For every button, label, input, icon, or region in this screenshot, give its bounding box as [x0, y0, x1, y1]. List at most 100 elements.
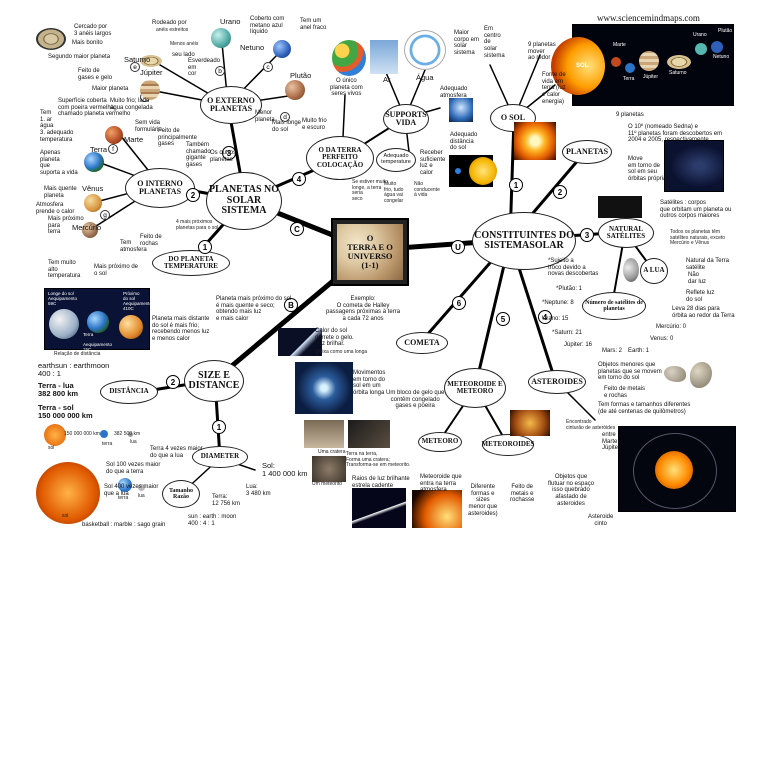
marte-label: Marte: [124, 135, 144, 144]
node-asteroides: ASTEROIDES: [528, 370, 586, 394]
badge-2-left: 2: [186, 188, 200, 202]
meteoroid-image: [510, 410, 550, 436]
badge-2-bottom: 2: [166, 375, 180, 389]
jupiter-image: [140, 80, 160, 100]
badge-5-right: 5: [496, 312, 510, 326]
mars-image: [105, 126, 123, 144]
crater-image: [304, 420, 344, 448]
node-constituintes: CONSTITUINTES DO SISTEMASOLAR: [472, 212, 576, 270]
sun-size-image: [36, 462, 100, 524]
connector-b: B: [284, 298, 298, 312]
mercury-image: [82, 222, 98, 238]
um-meteorito: Um meteorito: [312, 481, 343, 487]
saturn-image: [140, 55, 162, 67]
node-size-distance: SIZE E DISTANCE: [184, 360, 244, 402]
lua-size-label: lua: [138, 493, 145, 499]
moon-size-image: [138, 484, 145, 491]
asteroid-rock-2: [690, 362, 712, 388]
plutao-sat: *Plutão: 1: [556, 286, 583, 292]
panel-saturno-label: Saturno: [669, 70, 687, 76]
scale-lua: lua: [130, 439, 137, 445]
sun-earth-distance-image: [449, 155, 497, 187]
panel-terra-label: Terra: [623, 76, 635, 82]
netuno-sat: *Neptune: 8: [542, 300, 574, 306]
node-natural-satelites: NATURAL SATÉLITES: [598, 218, 654, 248]
moon-image: [623, 258, 639, 282]
urano-sat: Urano: 15: [542, 316, 569, 322]
connector-c: C: [290, 222, 304, 236]
panel-neptune: [711, 41, 723, 53]
formas-tamanhos: Tem formas e tamanhos diferentes(de até …: [598, 402, 691, 415]
node-distancia: DISTÂNCIA: [100, 380, 158, 404]
badge-6-right: 6: [452, 296, 466, 310]
panel-jupiter-label: Júpiter: [643, 74, 659, 80]
node-meteoro: METEORO: [418, 432, 462, 452]
sol-tag: SOL: [576, 63, 589, 69]
connector-u: U: [451, 240, 465, 254]
node-supports-vida: SUPPORTS VIDA: [383, 104, 429, 134]
basketball-ratio: basketball : marble : sago grain: [82, 522, 166, 528]
air-image: [370, 40, 398, 74]
satellites-image: [598, 196, 642, 218]
scale-382: 382 500 km: [114, 431, 141, 437]
badge-1-bottom: 1: [212, 420, 226, 434]
terra-size-label: terra: [118, 495, 129, 501]
saturno-sat: *Saturn: 21: [552, 330, 583, 336]
menos-aneis: Menos anéis: [170, 41, 199, 47]
badge-4-left: 4: [292, 172, 306, 186]
saturn-rings-image: [36, 28, 66, 50]
badge-3-right: 3: [580, 228, 594, 242]
nove-planetas-list: 9 planetas: [616, 112, 644, 118]
central-image: O TERRA E O UNIVERSO (1-1): [337, 224, 403, 280]
pluto-image: [285, 80, 305, 100]
badge-c: c: [263, 62, 273, 72]
relacao-distancia: Relação de distância: [54, 351, 101, 357]
node-planetas: PLANETAS: [562, 140, 612, 164]
node-planetas-sistema: PLANETAS NO SOLAR SISTEMA: [206, 172, 282, 230]
water-cycle-image: [404, 30, 446, 70]
badge-4-right: 4: [538, 310, 552, 324]
earth-temp-image: [87, 311, 109, 333]
saturno-label: Saturno: [124, 55, 151, 64]
center-title-line2: TERRA E O: [347, 242, 393, 253]
scale-sun-image: [44, 424, 66, 446]
marte-sat: Mars: 2: [602, 348, 623, 354]
site-url[interactable]: www.sciencemindmaps.com: [597, 13, 700, 23]
neptune-image: [273, 40, 291, 58]
asteroid-belt-image: [618, 426, 736, 512]
plutao-label: Plutão: [290, 71, 312, 80]
earth-image: [84, 152, 104, 172]
seu-lado: seu lado: [172, 52, 195, 58]
node-externo-planetas: O EXTERNO PLANETAS: [200, 86, 262, 124]
panel-urano-label: Urano: [693, 32, 707, 38]
node-cometa: COMETA: [396, 332, 448, 354]
